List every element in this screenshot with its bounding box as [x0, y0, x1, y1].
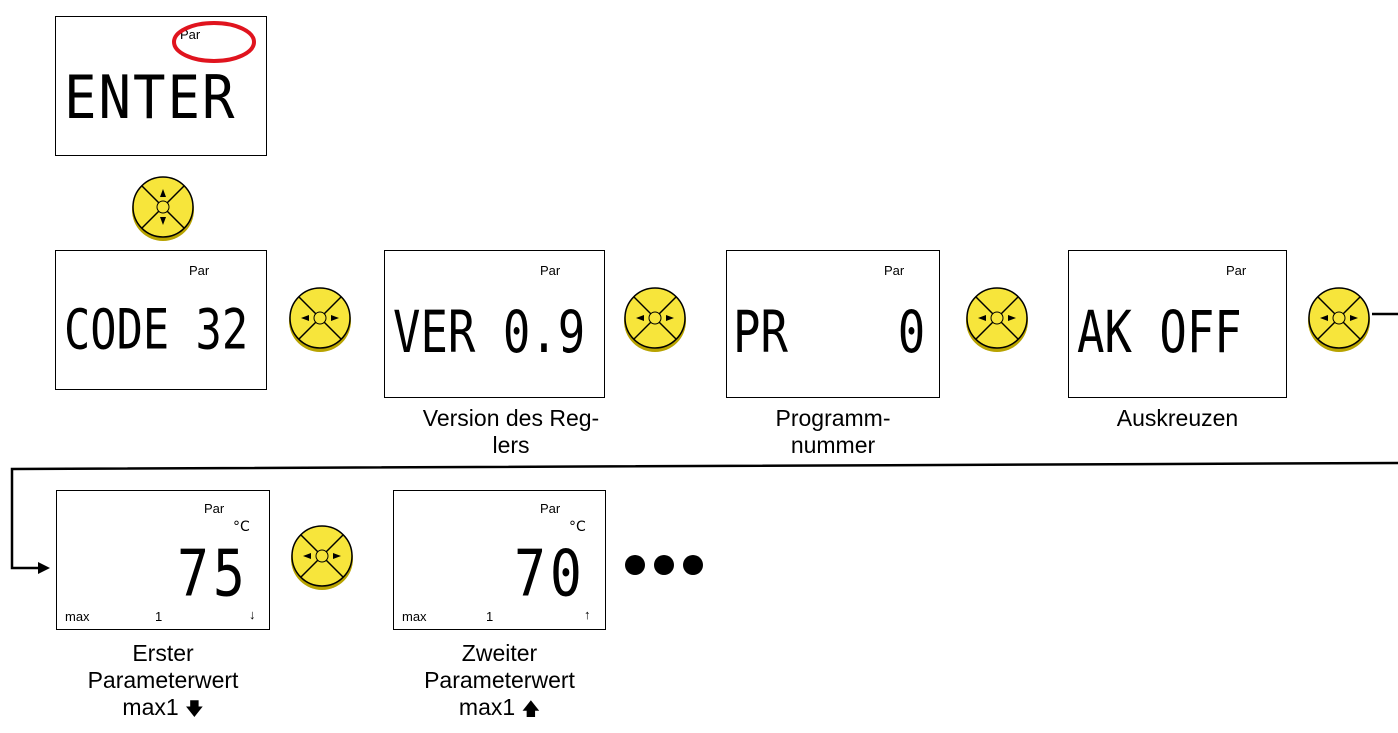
lcd-enter-screen: Par ENTER	[55, 16, 267, 156]
unit-celsius: °C	[569, 519, 586, 535]
caption-version-line1: Version des Reg-	[422, 405, 600, 431]
left-right-nav-button-4[interactable]	[1306, 286, 1372, 352]
caption-param2-line2: Parameterwert	[424, 667, 575, 693]
ellipsis-dot	[625, 555, 645, 575]
param-value: 70	[514, 537, 586, 612]
caption-param2-text: max1	[458, 694, 522, 720]
caption-program: Programm- nummer	[726, 405, 940, 459]
lcd-program-screen: Par PR 0	[726, 250, 940, 398]
caption-param1: Erster Parameterwert max1 🡇	[56, 640, 270, 723]
caption-param2-line1: Zweiter	[461, 640, 538, 666]
caption-version-line2: lers	[492, 432, 530, 458]
lcd-version-screen: Par VER 0.9	[384, 250, 605, 398]
up-down-nav-button[interactable]	[130, 175, 196, 241]
flow-connector	[10, 312, 1398, 574]
caption-param2-line3: max1 🡅	[393, 694, 606, 723]
lcd-text: PR 0	[733, 299, 926, 367]
left-right-nav-button-2[interactable]	[622, 286, 688, 352]
caption-auskreuzen-line1: Auskreuzen	[1116, 405, 1239, 431]
par-label: Par	[189, 263, 210, 278]
left-right-nav-button-1[interactable]	[287, 286, 353, 352]
unit-celsius: °C	[233, 519, 250, 535]
lcd-text: VER 0.9	[393, 299, 586, 367]
caption-program-line1: Programm-	[775, 405, 891, 431]
lcd-auskreuzen-screen: Par AK OFF	[1068, 250, 1287, 398]
lcd-code-screen: Par CODE 32	[55, 250, 267, 390]
up-arrow-icon: 🡅	[521, 699, 541, 720]
par-label: Par	[884, 263, 905, 278]
caption-program-line2: nummer	[790, 432, 876, 458]
ellipsis-dot	[654, 555, 674, 575]
caption-param2: Zweiter Parameterwert max1 🡅	[393, 640, 606, 723]
lcd-param1-screen: Par °C 75 max 1 ↓	[56, 490, 270, 630]
param-value: 75	[177, 537, 249, 612]
par-label: Par	[204, 501, 225, 516]
lcd-text: AK OFF	[1077, 299, 1242, 367]
left-right-nav-button-5[interactable]	[289, 524, 355, 590]
rising-edge-icon: ↑	[584, 607, 591, 622]
caption-param1-line3: max1 🡇	[56, 694, 270, 723]
caption-param1-line1: Erster	[132, 640, 194, 666]
par-label: Par	[540, 501, 561, 516]
falling-edge-icon: ↓	[249, 607, 256, 622]
index-label: 1	[486, 609, 494, 624]
caption-param1-text: max1	[122, 694, 186, 720]
highlight-ring	[172, 21, 256, 63]
caption-version: Version des Reg- lers	[384, 405, 638, 459]
par-label: Par	[540, 263, 561, 278]
lcd-text: CODE 32	[64, 297, 249, 362]
left-right-nav-button-3[interactable]	[964, 286, 1030, 352]
lcd-param2-screen: Par °C 70 max 1 ↑	[393, 490, 606, 630]
caption-auskreuzen: Auskreuzen	[1068, 405, 1287, 432]
mode-label: max	[402, 609, 427, 624]
lcd-text: ENTER	[64, 63, 237, 133]
mode-label: max	[65, 609, 90, 624]
index-label: 1	[155, 609, 163, 624]
down-arrow-icon: 🡇	[185, 699, 204, 720]
ellipsis-dot	[683, 555, 703, 575]
par-label: Par	[1226, 263, 1247, 278]
caption-param1-line2: Parameterwert	[87, 667, 239, 693]
